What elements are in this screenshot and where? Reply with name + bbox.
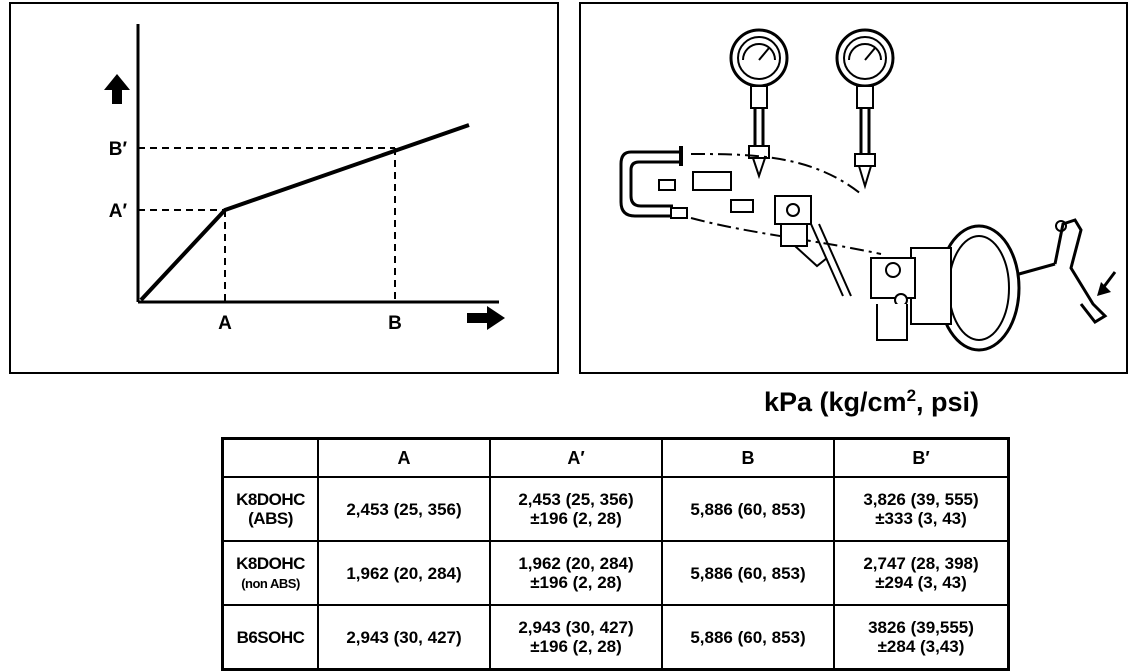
y-label-b-prime: B′ [109,139,128,160]
specification-table: A A′ B B′ K8DOHC(ABS) 2,453 (25, 356) 2,… [221,437,1010,671]
unit-label: kPa (kg/cm2, psi) [764,386,980,417]
table-row: B6SOHC 2,943 (30, 427) 2,943 (30, 427)±1… [221,604,1010,671]
test-setup-illustration-panel [579,2,1128,374]
pressure-gauge-test-illustration [619,28,1117,352]
characteristic-line [139,123,470,302]
y-axis-arrow-icon [104,74,130,104]
cell-b-prime: 3826 (39,555)±284 (3,43) [833,604,1010,671]
cell-b-prime: 3,826 (39, 555)±333 (3, 43) [833,476,1010,542]
row-label: B6SOHC [221,604,319,671]
brake-lines-icon [619,146,882,255]
x-axis-arrow-icon [467,306,505,330]
table-header-row: A A′ B B′ [221,437,1010,478]
brake-pedal-icon [1053,218,1108,324]
direction-arrow-icon [1097,271,1117,296]
cell-a-prime: 2,943 (30, 427)±196 (2, 28) [489,604,663,671]
row-label: K8DOHC(non ABS) [221,540,319,606]
cell-a: 2,943 (30, 427) [317,604,491,671]
header-cell-b-prime: B′ [833,437,1010,478]
cell-a-prime: 1,962 (20, 284)±196 (2, 28) [489,540,663,606]
header-cell-empty [221,437,319,478]
x-label-b: B [388,313,402,334]
brake-booster-icon [870,224,1056,352]
table-row: K8DOHC(non ABS) 1,962 (20, 284) 1,962 (2… [221,540,1010,606]
cell-a: 1,962 (20, 284) [317,540,491,606]
cell-b: 5,886 (60, 853) [661,540,835,606]
cell-b: 5,886 (60, 853) [661,604,835,671]
table-row: K8DOHC(ABS) 2,453 (25, 356) 2,453 (25, 3… [221,476,1010,542]
cell-b: 5,886 (60, 853) [661,476,835,542]
header-cell-b: B [661,437,835,478]
valve-block-icon [774,195,852,297]
x-label-a: A [218,313,232,334]
header-cell-a-prime: A′ [489,437,663,478]
cell-b-prime: 2,747 (28, 398)±294 (3, 43) [833,540,1010,606]
cell-a-prime: 2,453 (25, 356)±196 (2, 28) [489,476,663,542]
pressure-gauge-1-icon [729,28,789,180]
pressure-gauge-2-icon [835,28,895,190]
y-label-a-prime: A′ [109,201,128,222]
header-cell-a: A [317,437,491,478]
row-label: K8DOHC(ABS) [221,476,319,542]
cell-a: 2,453 (25, 356) [317,476,491,542]
characteristic-graph: A B A′ B′ [104,24,505,334]
characteristic-graph-panel: A B A′ B′ [9,2,559,374]
